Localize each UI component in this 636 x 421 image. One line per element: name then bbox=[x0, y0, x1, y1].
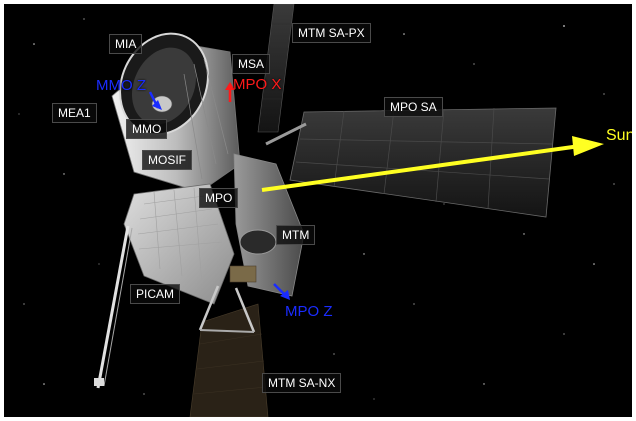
magnetometer-boom bbox=[96, 225, 130, 389]
label-msa: MSA bbox=[232, 54, 271, 74]
mtm-module bbox=[233, 153, 305, 297]
spacecraft-render: MIA MSA MTM SA-PX MEA1 MMO MPO SA MOSIF … bbox=[4, 4, 632, 417]
label-mtm-sa-px: MTM SA-PX bbox=[292, 23, 371, 43]
label-mia: MIA bbox=[109, 34, 143, 54]
label-mmo-z: MMO Z bbox=[96, 77, 146, 94]
label-mtm-sa-nx: MTM SA-NX bbox=[262, 373, 342, 393]
label-mmo: MMO bbox=[126, 119, 168, 139]
mtm-sa-nx-panel bbox=[189, 303, 269, 417]
mpo-sa-boom bbox=[265, 122, 307, 146]
label-mpo-sa: MPO SA bbox=[384, 97, 443, 117]
label-mpo-x: MPO X bbox=[233, 76, 282, 93]
sun-vector-arrowhead bbox=[572, 136, 604, 156]
label-mpo-z: MPO Z bbox=[285, 303, 333, 320]
spacecraft-illustration bbox=[18, 4, 615, 417]
label-picam: PICAM bbox=[130, 284, 181, 304]
sun-vector-line bbox=[261, 144, 581, 192]
label-mpo: MPO bbox=[199, 188, 239, 208]
label-sun: Sun bbox=[606, 127, 632, 144]
label-mosif: MOSIF bbox=[142, 150, 192, 170]
label-mtm: MTM bbox=[276, 225, 316, 245]
mtm-sa-px-panel bbox=[257, 4, 295, 133]
mpo-sa-panel bbox=[289, 107, 557, 218]
label-mea1: MEA1 bbox=[52, 103, 97, 123]
